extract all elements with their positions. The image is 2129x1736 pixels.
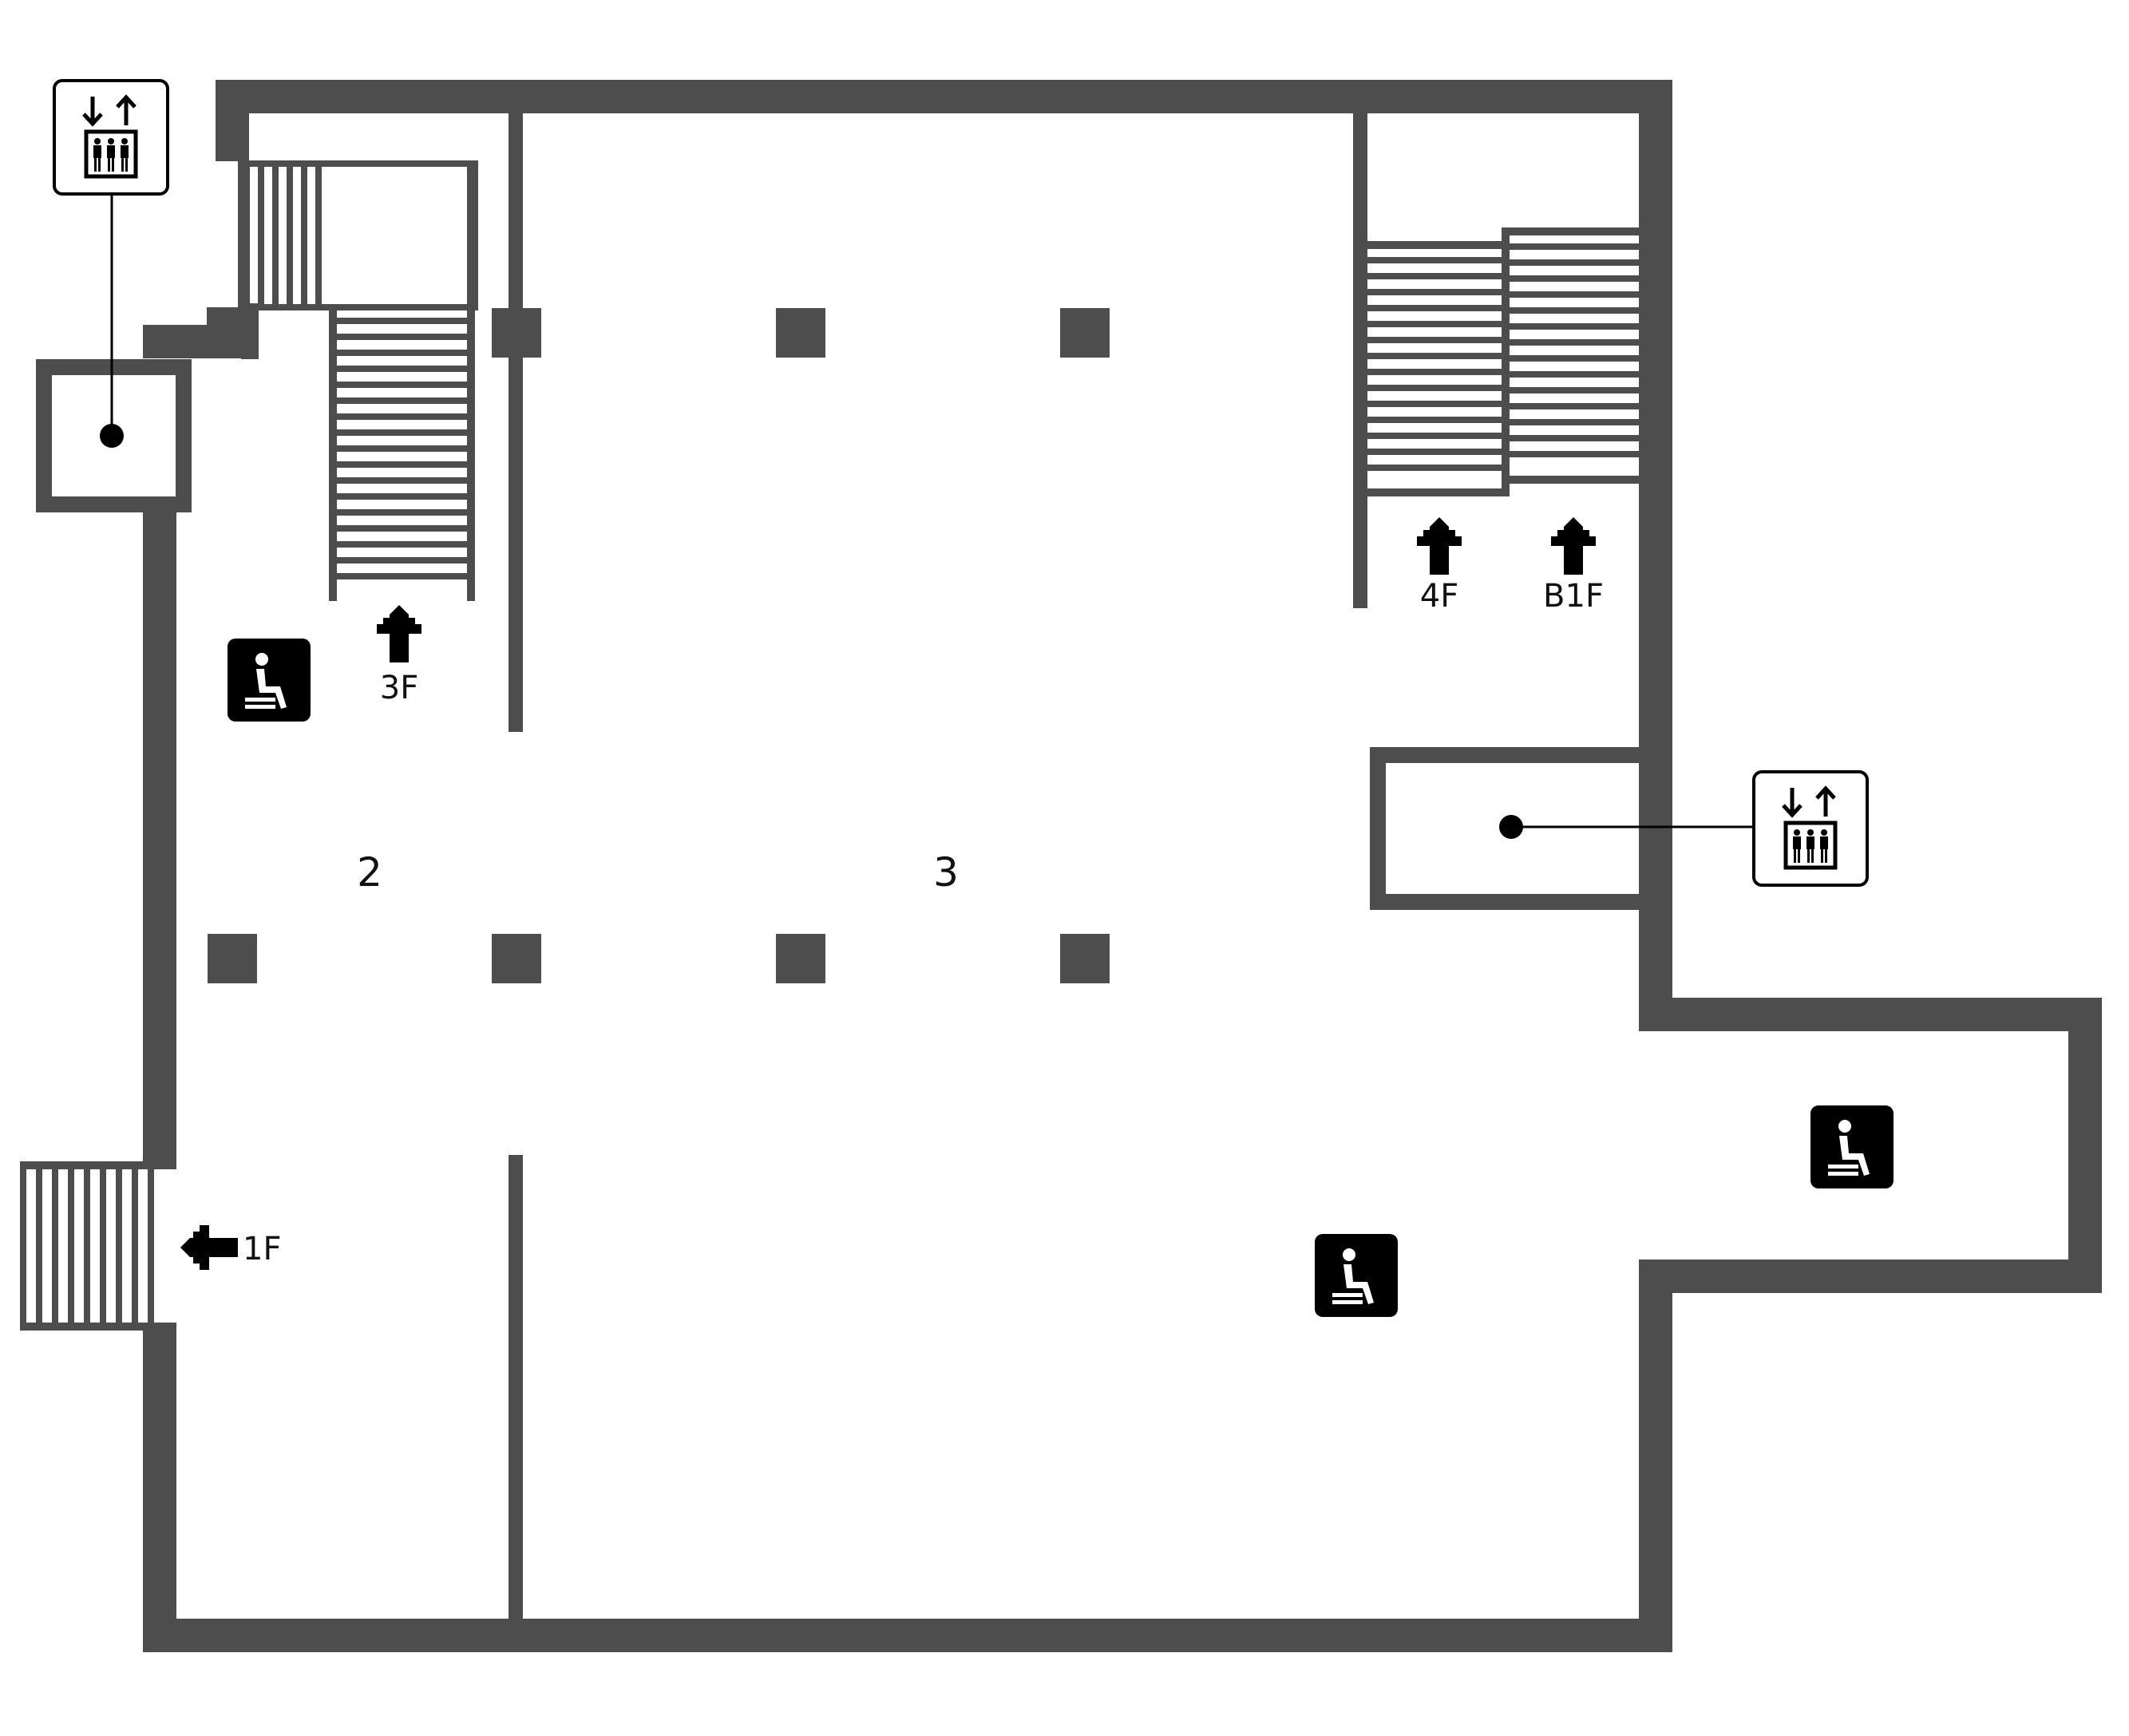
- stair-label-3f: 3F: [380, 670, 418, 706]
- arrow-left-icon: [180, 1225, 238, 1270]
- walls: [36, 80, 2102, 1652]
- stair-label-b1f: B1F: [1543, 578, 1604, 615]
- seating-icon: [228, 639, 311, 722]
- elevator-icon: [1754, 772, 1867, 885]
- arrow-up-icon: [1551, 517, 1596, 575]
- room-number-2: 2: [357, 849, 382, 896]
- room-number-3: 3: [933, 849, 959, 896]
- seating-icon: [1810, 1105, 1894, 1188]
- elevator-left[interactable]: [54, 81, 168, 448]
- seating-icon: [1315, 1234, 1398, 1317]
- staircase-4f-b1f: [1367, 227, 1639, 496]
- staircase-1f: [20, 1161, 176, 1331]
- elevator-right[interactable]: [1499, 772, 1867, 885]
- stair-label-1f: 1F: [243, 1231, 281, 1267]
- staircase-3f: [238, 160, 478, 601]
- arrow-up-icon: [377, 605, 421, 662]
- stair-label-4f: 4F: [1420, 578, 1458, 615]
- elevator-icon: [54, 81, 168, 194]
- arrow-up-icon: [1417, 517, 1462, 575]
